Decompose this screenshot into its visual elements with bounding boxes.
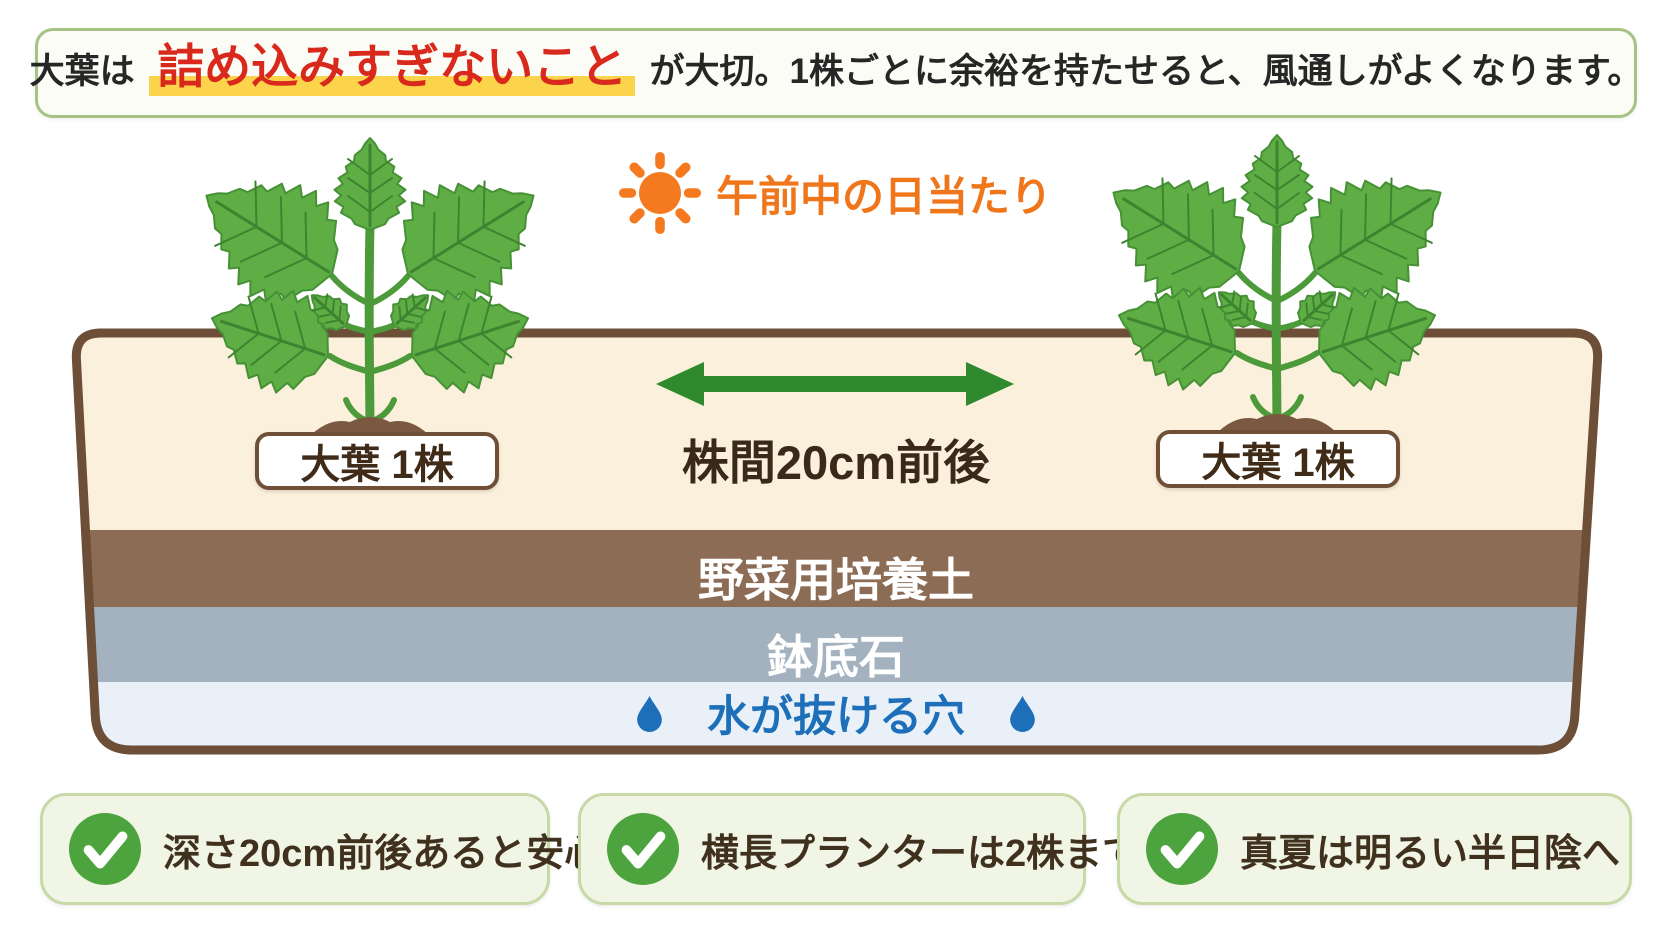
drainage-layer xyxy=(76,682,1598,750)
planter-border xyxy=(71,328,1603,755)
header-banner: 大葉は 詰め込みすぎないこと が大切。1株ごとに余裕を持たせると、風通しがよくな… xyxy=(30,28,1642,118)
potting-soil-label: 野菜用培養土 xyxy=(698,554,974,606)
plant-label-right: 大葉 1株 xyxy=(1156,430,1400,488)
water-drop-icon xyxy=(1010,695,1035,732)
check-icon xyxy=(1146,813,1218,885)
tip-plant-count-label: 横長プランターは2株まで xyxy=(701,832,1141,875)
tip-midsummer-shade: 真夏は明るい半日陰へ xyxy=(1117,793,1632,905)
banner-highlight: 詰め込みすぎないこと xyxy=(149,40,636,96)
water-drop-icon xyxy=(637,695,662,732)
potting-soil-layer xyxy=(76,530,1598,607)
pot-bottom-stones-layer xyxy=(76,607,1598,682)
check-icon xyxy=(607,813,679,885)
check-icon xyxy=(69,813,141,885)
pot-bottom-stones-label: 鉢底石 xyxy=(767,631,905,683)
spacing-arrow xyxy=(656,362,1014,406)
banner-suffix: が大切。1株ごとに余裕を持たせると、風通しがよくなります。 xyxy=(649,52,1643,91)
tip-plant-count: 横長プランターは2株まで xyxy=(578,793,1140,905)
drainage-label: 水が抜ける穴 xyxy=(707,693,965,741)
tip-midsummer-shade-label: 真夏は明るい半日陰へ xyxy=(1240,832,1621,875)
banner-text: 大葉は 詰め込みすぎないこと が大切。1株ごとに余裕を持たせると、風通しがよくな… xyxy=(29,22,1643,124)
shiso-plant-right xyxy=(1112,134,1442,438)
shiso-plant-left xyxy=(205,137,535,441)
sun-icon xyxy=(618,151,702,235)
plant-label-left-text: 大葉 1株 xyxy=(300,443,454,487)
drainage-label-row: 水が抜ける穴 xyxy=(0,690,1672,741)
spacing-label: 株間20cm前後 xyxy=(681,436,991,489)
sunlight-label: 午前中の日当たり xyxy=(716,172,1053,220)
plant-label-right-text: 大葉 1株 xyxy=(1201,441,1355,485)
tip-depth-label: 深さ20cm前後あると安心 xyxy=(163,832,603,875)
sunlight-note: 午前中の日当たり xyxy=(618,151,1052,235)
banner-prefix: 大葉は xyxy=(29,52,135,91)
plant-label-left: 大葉 1株 xyxy=(255,432,499,490)
tip-depth: 深さ20cm前後あると安心 xyxy=(40,793,602,905)
